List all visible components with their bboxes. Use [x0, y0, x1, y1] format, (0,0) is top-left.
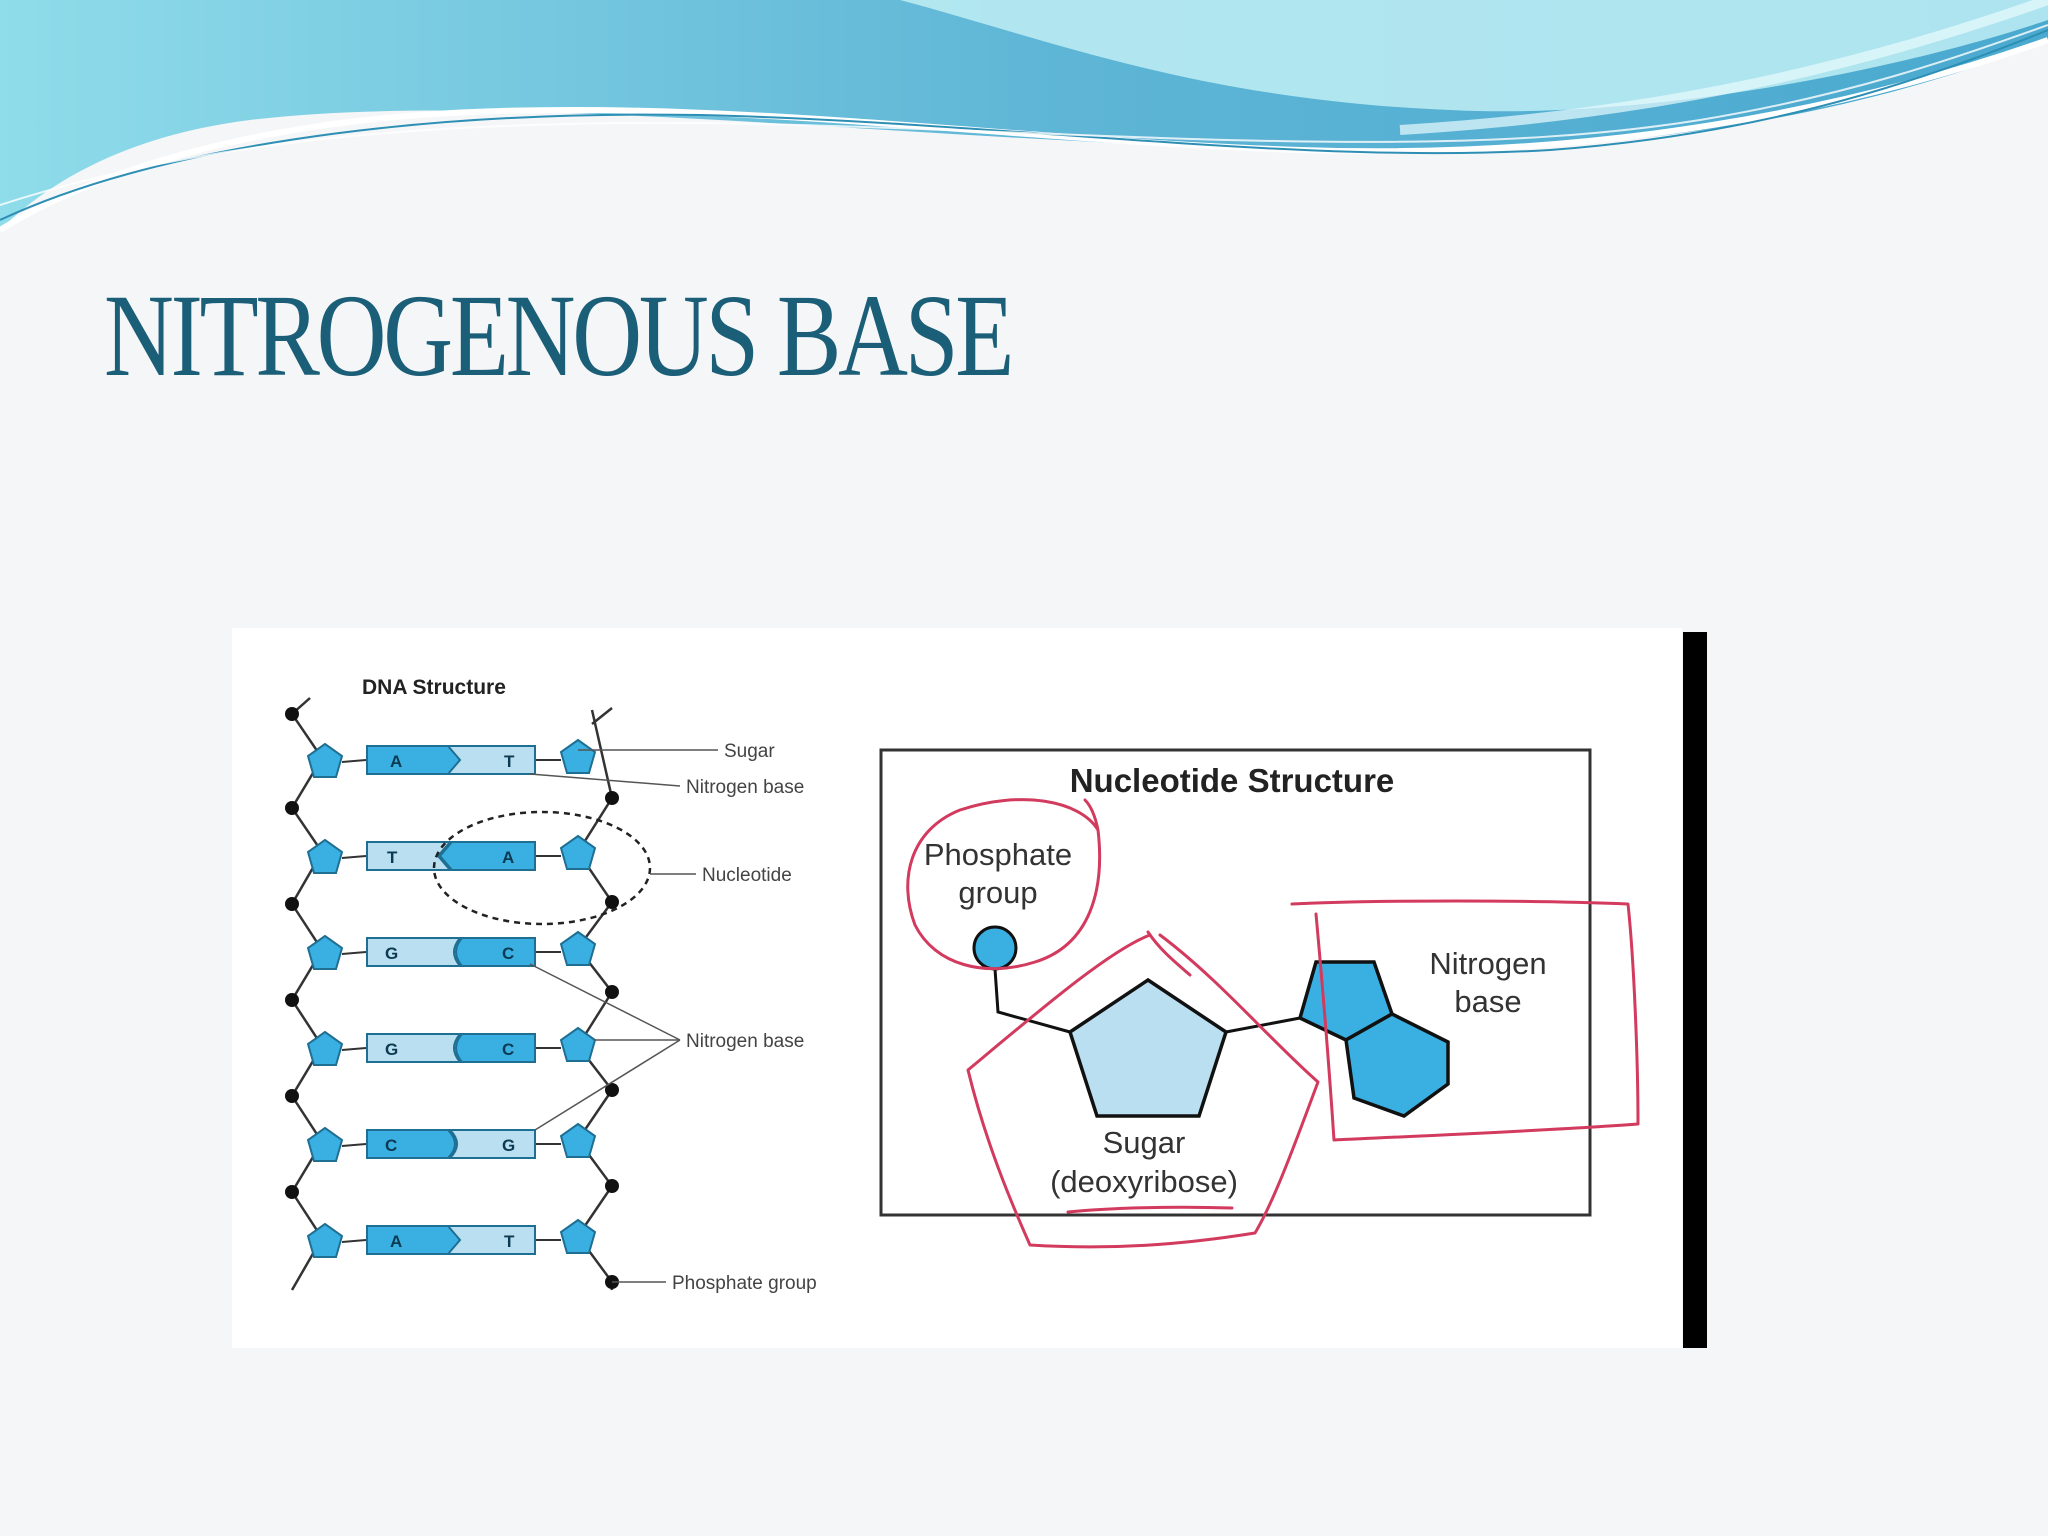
deoxyribose-underline: [1066, 1205, 1234, 1214]
phosphate-dots: [285, 707, 619, 1289]
sugar-annotation-tick: [1146, 930, 1192, 977]
nucleotide-outline: [432, 810, 652, 926]
base-letter: C: [385, 1136, 397, 1155]
nucleotide-box: [879, 748, 1592, 1217]
base-letter: T: [504, 752, 515, 771]
base-letter: C: [502, 1040, 514, 1059]
nucleotide-title: Nucleotide Structure: [1070, 762, 1395, 799]
label-nucleotide: Nucleotide: [702, 865, 792, 886]
base-letter: A: [502, 848, 514, 867]
base-letter: G: [502, 1136, 515, 1155]
base-letter: G: [385, 1040, 398, 1059]
nucleotide-structure: Nucleotide Structure Phosphate group Nit…: [879, 748, 1592, 1217]
annotations: [906, 798, 1640, 1249]
nitrogen-base-hexagon: [1344, 1012, 1450, 1118]
nitrogen-annotation-box: [1290, 899, 1640, 1142]
sugar-annotation-pentagon: [966, 933, 1320, 1249]
phosphate-annotation-circle: [906, 798, 1102, 971]
label-nitrogen-base-top: Nitrogen base: [686, 777, 804, 798]
base-pair-3: G C: [366, 937, 536, 967]
label-nitrogen-base-mid: Nitrogen base: [686, 1031, 804, 1052]
black-vertical-bar: [1683, 632, 1707, 1348]
header-wave: [0, 0, 2048, 233]
slide-title: NITROGENOUS BASE: [104, 270, 1014, 401]
sugar-label-line2: (deoxyribose): [1050, 1164, 1238, 1199]
base-letter: A: [390, 752, 402, 771]
right-sugars: [559, 738, 597, 1254]
base-letter: A: [390, 1232, 402, 1251]
label-phosphate-group: Phosphate group: [672, 1273, 817, 1294]
base-letter: C: [502, 944, 514, 963]
base-pair-2: T A: [366, 841, 536, 871]
phosphate-circle: [972, 925, 1018, 971]
base-letter: T: [504, 1232, 515, 1251]
phosphate-label-line2: group: [958, 875, 1037, 910]
nitrogen-label-line2: base: [1454, 984, 1521, 1019]
base-letter: G: [385, 944, 398, 963]
base-pair-6: A T: [366, 1225, 536, 1255]
left-sugars: [306, 742, 344, 1258]
base-pair-1: A T: [366, 745, 536, 775]
base-pair-5: C G: [366, 1129, 536, 1159]
sugar-label-line1: Sugar: [1103, 1125, 1186, 1160]
base-pair-4: G C: [366, 1033, 536, 1063]
sugar-pentagon: [1067, 977, 1229, 1118]
label-sugar: Sugar: [724, 741, 775, 762]
phosphate-label-line1: Phosphate: [924, 837, 1072, 872]
base-letter: T: [387, 848, 398, 867]
nitrogen-label-line1: Nitrogen: [1429, 946, 1546, 981]
dna-structure: DNA Structure: [285, 676, 817, 1294]
dna-title: DNA Structure: [362, 676, 506, 699]
